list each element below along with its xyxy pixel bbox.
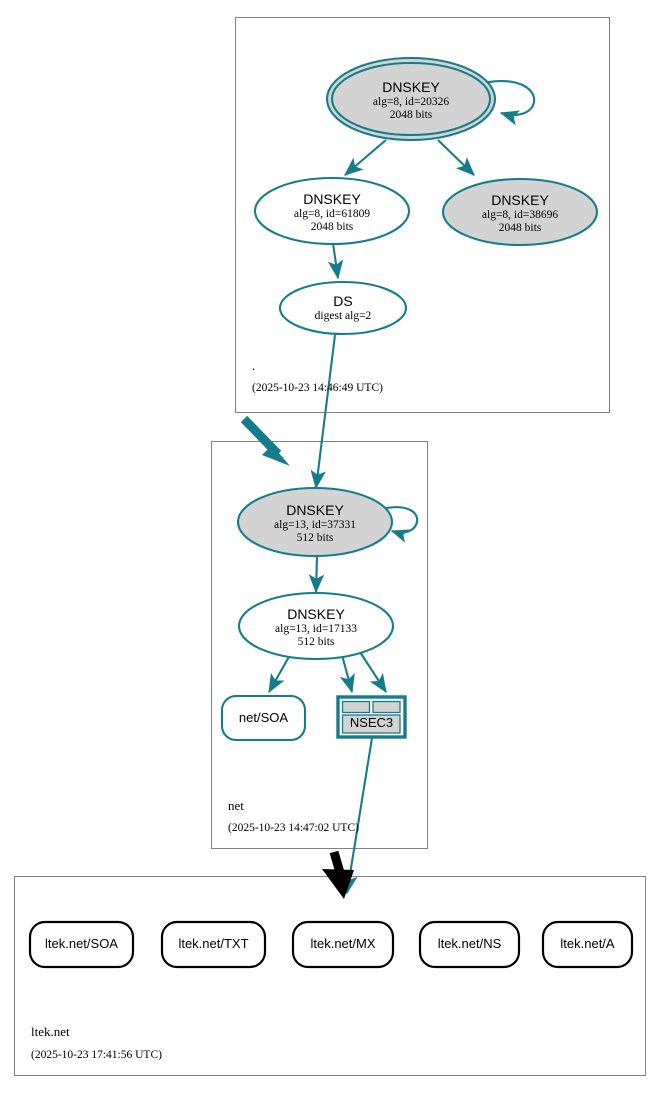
node-ltek-txt[interactable] — [160, 920, 267, 969]
edge-nsec3-to-ltek — [342, 737, 374, 895]
edge-root-ksk-to-zsk — [344, 139, 387, 176]
edge-root-ds-to-net-ksk — [310, 334, 337, 490]
edge-net-zsk-to-soa — [268, 654, 291, 694]
node-ltek-a[interactable] — [541, 920, 634, 969]
node-net-ksk-37331[interactable] — [236, 486, 394, 558]
node-ltek-ns[interactable] — [418, 920, 521, 969]
edge-delegation-net-to-ltek — [322, 850, 354, 899]
zone-label-ltek-name: ltek.net — [31, 1024, 70, 1039]
edge-root-ksk-to-key-38696 — [437, 139, 475, 176]
zone-label-root-name: . — [252, 358, 256, 373]
zone-label-net-timestamp: (2025-10-23 14:47:02 UTC) — [228, 822, 359, 834]
node-ltek-soa[interactable] — [28, 920, 135, 969]
zone-box-net — [211, 441, 428, 849]
edge-net-ksk-self-loop — [381, 506, 419, 543]
zone-box-root — [235, 17, 610, 413]
zone-label-net-name: net — [228, 798, 244, 813]
node-root-ds[interactable] — [278, 280, 408, 336]
edge-root-zsk-to-ds — [327, 242, 344, 280]
edge-net-zsk-to-nsec3-b — [359, 651, 387, 694]
edge-delegation-root-to-net — [240, 415, 290, 466]
node-net-zsk-17133[interactable] — [237, 591, 395, 661]
node-net-soa[interactable] — [220, 694, 307, 742]
zone-label-ltek-timestamp: (2025-10-23 17:41:56 UTC) — [31, 1049, 162, 1061]
node-net-nsec3[interactable] — [336, 695, 407, 739]
node-root-key-38696[interactable] — [441, 177, 599, 247]
edge-net-ksk-to-zsk — [308, 555, 325, 594]
node-ltek-mx[interactable] — [291, 920, 395, 969]
node-root-zsk-61809[interactable] — [253, 176, 411, 246]
edge-net-zsk-to-nsec3-a — [339, 654, 355, 694]
node-root-ksk[interactable] — [325, 56, 497, 142]
edge-root-ksk-self-loop — [482, 80, 536, 126]
zone-label-root-timestamp: (2025-10-23 14:46:49 UTC) — [252, 382, 383, 394]
